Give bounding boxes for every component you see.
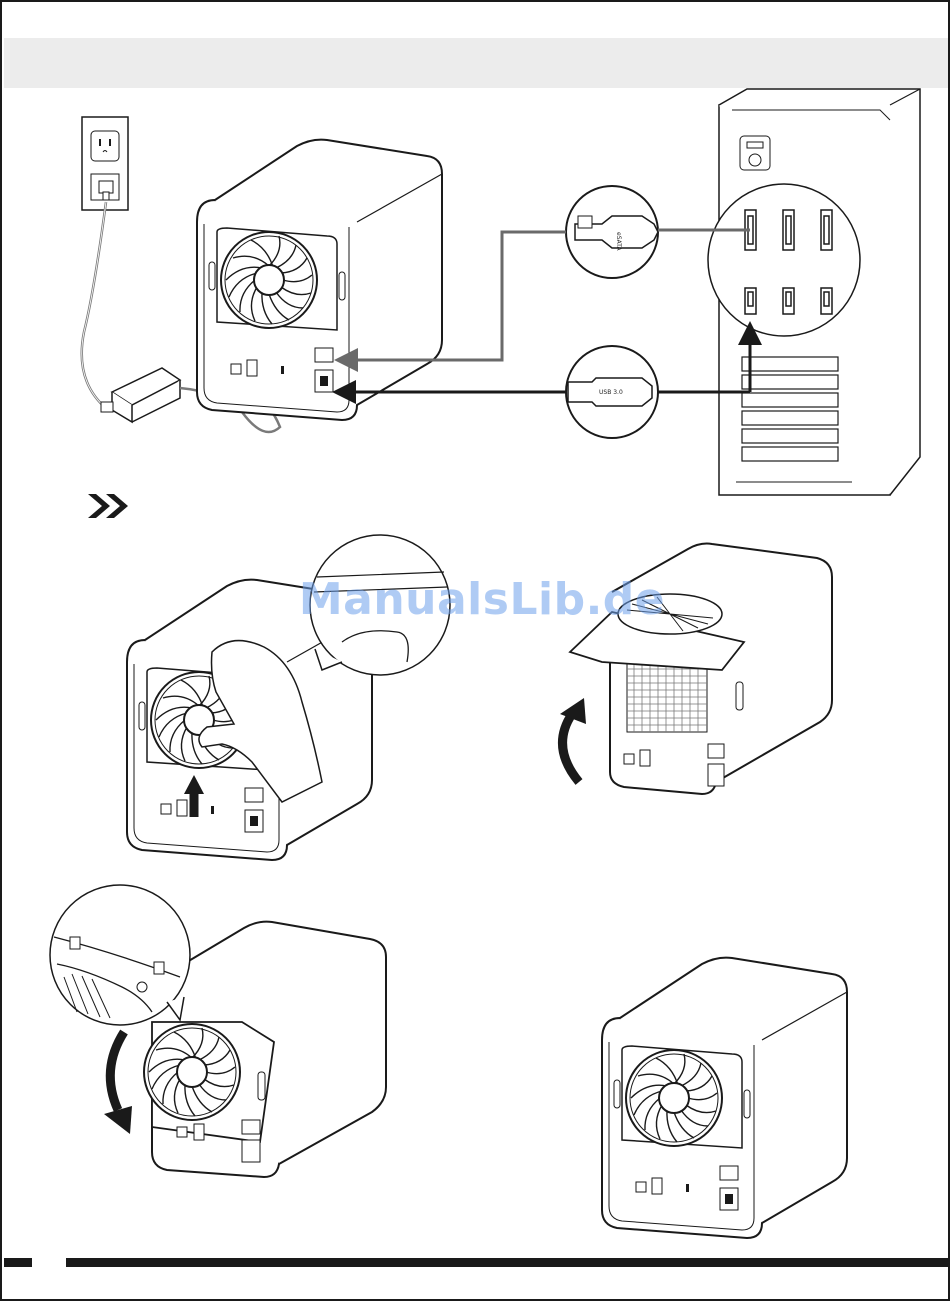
double-chevron-icon bbox=[88, 494, 128, 518]
footer-rule-right bbox=[66, 1258, 950, 1267]
nas-enclosure-rear bbox=[197, 140, 442, 420]
watermark-text: ManualsLib.de bbox=[292, 574, 672, 625]
esata-label: eSATA bbox=[615, 232, 622, 251]
step-cover-closed bbox=[602, 958, 847, 1238]
usb-connector-icon: USB 3.0 bbox=[566, 346, 658, 438]
arrow-curved-down-icon bbox=[104, 1032, 132, 1134]
step-lower-cover bbox=[50, 885, 386, 1177]
port-zoom-callout bbox=[708, 184, 860, 336]
arrow-curved-up-icon bbox=[560, 698, 586, 782]
esata-connector-icon: eSATA bbox=[566, 186, 658, 278]
usb-label: USB 3.0 bbox=[599, 389, 623, 396]
ethernet-jack-icon bbox=[91, 174, 119, 200]
power-adapter-icon bbox=[101, 368, 180, 422]
footer-rule-left bbox=[4, 1258, 32, 1267]
